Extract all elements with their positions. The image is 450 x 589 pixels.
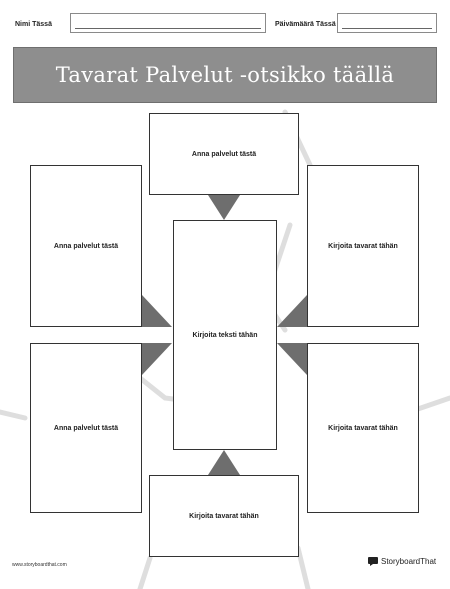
name-field[interactable] (70, 13, 266, 33)
card-bottom-text: Kirjoita tavarat tähän (189, 512, 259, 520)
card-center[interactable]: Kirjoita teksti tähän (173, 220, 277, 450)
bg-line (0, 409, 28, 421)
connector-left-top (142, 295, 172, 327)
card-left-top[interactable]: Anna palvelut tästä (30, 165, 142, 327)
card-right-top[interactable]: Kirjoita tavarat tähän (307, 165, 419, 327)
card-right-top-text: Kirjoita tavarat tähän (328, 242, 398, 250)
card-center-text: Kirjoita teksti tähän (192, 331, 258, 339)
connector-left-bottom (142, 343, 172, 375)
connector-right-bottom (277, 343, 307, 375)
bg-line (295, 545, 311, 589)
date-field[interactable] (337, 13, 437, 33)
card-left-bottom[interactable]: Anna palvelut tästä (30, 343, 142, 513)
bg-line (412, 395, 450, 413)
storyboardthat-logo: StoryboardThat (368, 557, 436, 566)
connector-bottom (208, 450, 240, 475)
card-right-bottom[interactable]: Kirjoita tavarat tähän (307, 343, 419, 513)
date-label: Päivämäärä Tässä (275, 21, 336, 28)
card-left-top-text: Anna palvelut tästä (53, 242, 119, 250)
card-bottom[interactable]: Kirjoita tavarat tähän (149, 475, 299, 557)
name-label: Nimi Tässä (15, 21, 52, 28)
footer-url: www.storyboardthat.com (12, 562, 67, 568)
card-top[interactable]: Anna palvelut tästä (149, 113, 299, 195)
logo-text: StoryboardThat (381, 557, 437, 566)
card-top-text: Anna palvelut tästä (191, 150, 257, 158)
title-bar[interactable]: Tavarat Palvelut -otsikko täällä (13, 47, 437, 103)
card-left-bottom-text: Anna palvelut tästä (53, 424, 119, 432)
page-title: Tavarat Palvelut -otsikko täällä (55, 63, 395, 87)
card-right-bottom-text: Kirjoita tavarat tähän (328, 424, 398, 432)
bg-line (137, 555, 153, 589)
connector-right-top (277, 295, 307, 327)
connector-top (208, 195, 240, 220)
storyboard-logo-icon (368, 557, 378, 566)
